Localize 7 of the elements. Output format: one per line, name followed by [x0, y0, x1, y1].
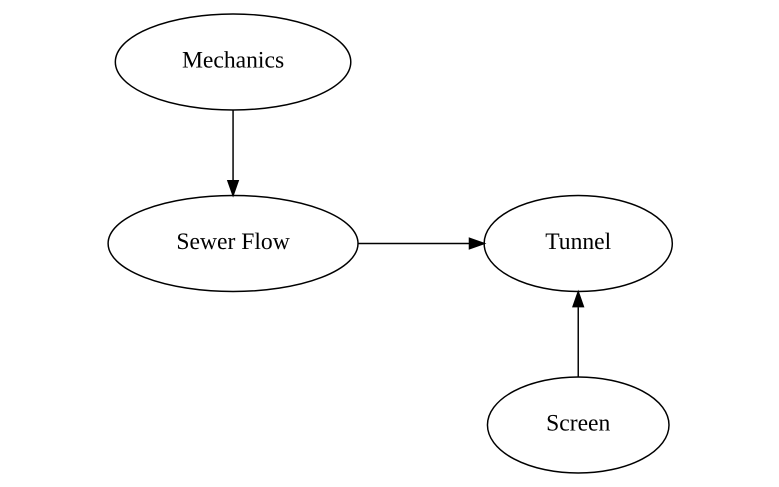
arrow — [358, 237, 486, 250]
arrow — [572, 290, 584, 377]
arrow — [226, 110, 239, 198]
node-ellipse: Tunnel — [482, 194, 673, 292]
node-ellipse: Sewer Flow — [106, 194, 358, 292]
node-ellipse: Screen — [486, 376, 670, 474]
node-ellipse: Mechanics — [114, 13, 352, 111]
